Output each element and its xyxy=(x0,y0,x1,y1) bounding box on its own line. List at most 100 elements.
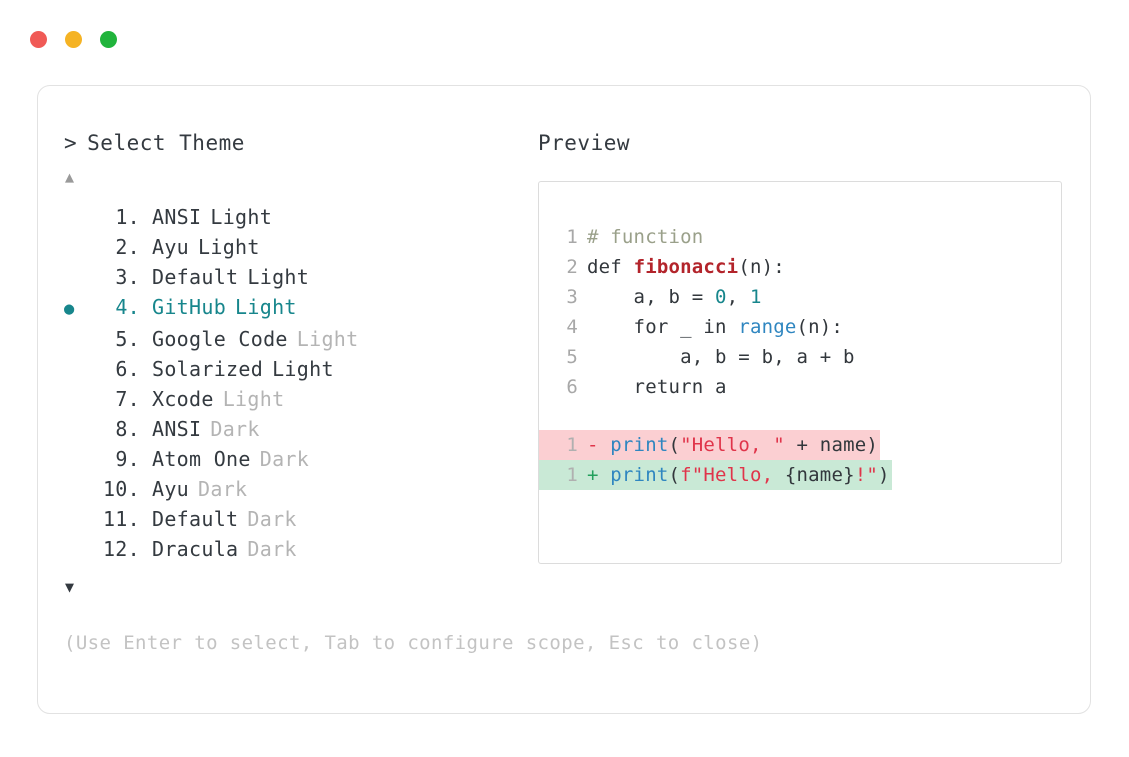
code-token: ) xyxy=(878,464,890,486)
code-line: 4 for _ in range(n): xyxy=(539,312,1061,342)
window-maximize-dot[interactable] xyxy=(100,31,117,48)
code-token: + name) xyxy=(784,434,879,456)
code-token: ( xyxy=(668,464,681,486)
line-number: 1 xyxy=(539,460,587,490)
theme-item-variant: Light xyxy=(210,205,273,229)
theme-item-variant: Dark xyxy=(247,507,297,531)
line-number: 5 xyxy=(566,346,578,368)
code-token: (n): xyxy=(796,316,844,338)
theme-list-item[interactable]: 10. Ayu Dark xyxy=(64,474,534,504)
theme-item-name: Solarized xyxy=(152,357,264,381)
code-token: , xyxy=(726,286,750,308)
code-token: !" xyxy=(854,464,879,486)
theme-item-name: ANSI xyxy=(152,417,202,441)
code-text: a, b = 0, 1 xyxy=(587,282,762,312)
code-token: 1 xyxy=(749,286,762,308)
code-text: return a xyxy=(587,372,727,402)
code-token: (n): xyxy=(738,256,785,278)
theme-list-item[interactable]: 8. ANSI Dark xyxy=(64,414,534,444)
theme-item-index: 9. xyxy=(115,447,140,471)
theme-item-name: ANSI xyxy=(152,205,202,229)
code-line: 1 # function xyxy=(539,222,1061,252)
theme-item-index: 8. xyxy=(115,417,140,441)
window-minimize-dot[interactable] xyxy=(65,31,82,48)
theme-list-item[interactable]: 3. Default Light xyxy=(64,262,534,292)
theme-list-item[interactable]: 1. ANSI Light xyxy=(64,202,534,232)
code-text: # function xyxy=(587,222,703,252)
scroll-down-arrow-icon[interactable]: ▼ xyxy=(65,578,75,596)
theme-item-name: Xcode xyxy=(152,387,214,411)
theme-list-item[interactable]: ● 4. GitHub Light xyxy=(64,292,534,324)
theme-item-index: 5. xyxy=(115,327,140,351)
code-text: for _ in range(n): xyxy=(587,312,843,342)
code-token: "Hello, " xyxy=(680,434,785,456)
theme-item-variant: Dark xyxy=(259,447,310,471)
theme-item-name: Default xyxy=(152,265,239,289)
theme-item-name: Ayu xyxy=(152,477,190,501)
code-token: range xyxy=(738,316,797,338)
selected-bullet-icon: ● xyxy=(64,299,75,319)
code-token: # function xyxy=(587,226,704,248)
prompt-caret-icon: > xyxy=(64,131,78,155)
theme-item-name: Google Code xyxy=(152,327,288,351)
theme-list-item[interactable]: 12. Dracula Dark xyxy=(64,534,534,564)
diff-sign: + xyxy=(587,464,611,486)
theme-list-item[interactable]: 5. Google Code Light xyxy=(64,324,534,354)
scroll-up-arrow-icon[interactable]: ▲ xyxy=(65,168,75,186)
theme-item-name: Ayu xyxy=(152,235,190,259)
theme-item-variant: Light xyxy=(272,357,334,381)
diff-line-add: 1+ print(f"Hello, {name}!") xyxy=(539,460,1061,490)
code-token: a, b = b, a + b xyxy=(587,346,855,368)
theme-item-index: 3. xyxy=(115,265,140,289)
diff-text: + print(f"Hello, {name}!") xyxy=(587,460,892,490)
theme-item-index: 12. xyxy=(102,537,140,561)
theme-item-index: 7. xyxy=(115,387,140,411)
diff-line-del: 1- print("Hello, " + name) xyxy=(539,430,1061,460)
theme-item-variant: Dark xyxy=(198,477,248,501)
theme-item-variant: Light xyxy=(222,387,285,411)
code-token: {name} xyxy=(784,464,855,486)
code-text: def fibonacci(n): xyxy=(587,252,785,282)
theme-item-index: 10. xyxy=(102,477,140,501)
line-number: 3 xyxy=(566,286,578,308)
theme-item-variant: Light xyxy=(296,327,359,351)
theme-item-variant: Light xyxy=(247,265,310,289)
theme-item-index: 2. xyxy=(115,235,140,259)
theme-item-name: Dracula xyxy=(152,537,239,561)
theme-item-index: 1. xyxy=(115,205,140,229)
theme-list-item[interactable]: 2. Ayu Light xyxy=(64,232,534,262)
theme-item-variant: Light xyxy=(235,295,297,319)
line-number: 1 xyxy=(566,226,578,248)
page-title: Select Theme xyxy=(87,131,245,155)
diff-sign: - xyxy=(587,434,611,456)
theme-item-index: 11. xyxy=(102,507,140,531)
theme-item-name: GitHub xyxy=(152,295,227,319)
code-token: def xyxy=(587,256,634,278)
diff-text: - print("Hello, " + name) xyxy=(587,430,881,460)
prompt-row: > Select Theme xyxy=(64,133,534,154)
code-token: print xyxy=(610,434,669,456)
theme-item-index: 4. xyxy=(115,295,140,319)
theme-list-item[interactable]: 7. Xcode Light xyxy=(64,384,534,414)
window-close-dot[interactable] xyxy=(30,31,47,48)
keyboard-hint: (Use Enter to select, Tab to configure s… xyxy=(64,632,763,654)
code-token: ( xyxy=(668,434,681,456)
line-number: 4 xyxy=(566,316,578,338)
theme-item-variant: Dark xyxy=(247,537,297,561)
code-token: print xyxy=(610,464,669,486)
line-number: 1 xyxy=(539,430,587,460)
diff-block: 1- print("Hello, " + name)1+ print(f"Hel… xyxy=(539,430,1061,490)
code-token: fibonacci xyxy=(633,256,739,278)
theme-item-variant: Light xyxy=(198,235,260,259)
theme-item-name: Default xyxy=(152,507,239,531)
theme-list-item[interactable]: 11. Default Dark xyxy=(64,504,534,534)
preview-title: Preview xyxy=(538,131,631,155)
theme-item-variant: Dark xyxy=(210,417,260,441)
